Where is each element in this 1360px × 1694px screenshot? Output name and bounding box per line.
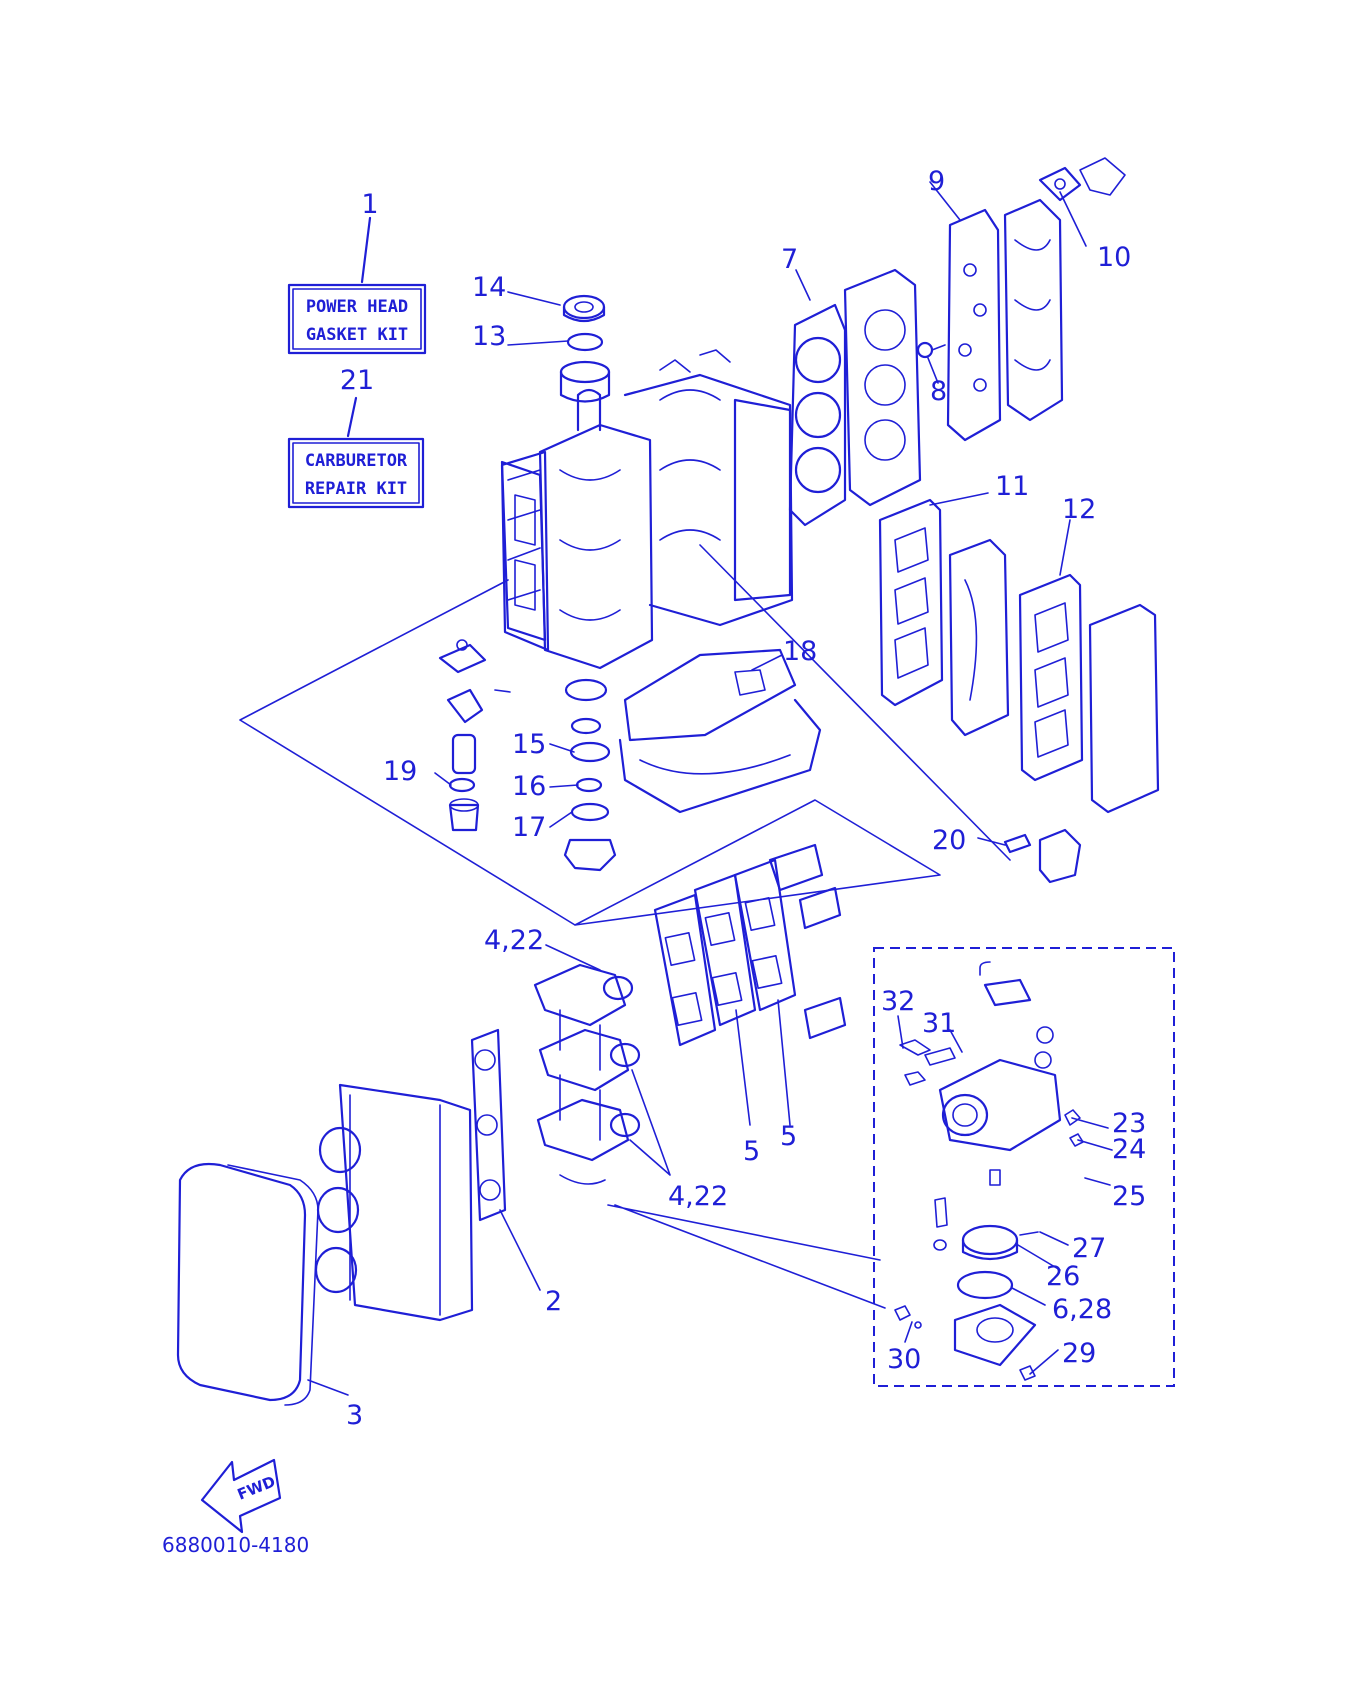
kit-line-1: CARBURETOR [305,451,408,471]
callout-18: 18 [783,636,817,667]
reed-valve-plate [693,873,757,1027]
callout-5-left: 5 [743,1136,760,1167]
lower-seal-stack [563,678,617,872]
callout-9: 9 [928,166,945,197]
float-bowl [894,1303,1037,1381]
upper-bearing-14 [562,294,606,323]
power-head-block [500,349,794,670]
exhaust-inner-gasket-11 [878,498,944,707]
callout-10: 10 [1097,242,1131,273]
callout-7: 7 [781,244,798,275]
callout-leaders [307,181,1113,1396]
callout-15: 15 [512,729,546,760]
power-head-gasket-kit-box[interactable]: POWER HEAD GASKET KIT [287,283,427,355]
cylinder-head [843,268,922,507]
head-cover-gasket-9 [946,208,1002,442]
callout-30: 30 [887,1344,921,1375]
oil-seal-housing [559,360,611,403]
callout-4-22-top: 4,22 [484,925,544,956]
carburetor-body-detail [899,961,1084,1251]
intake-gasket-5b [733,858,797,1012]
callout-20: 20 [932,825,966,856]
callout-31: 31 [922,1008,956,1039]
anode-10 [1038,157,1126,202]
callout-21: 21 [340,365,374,396]
callout-14: 14 [472,272,506,303]
thermostat-parts-19 [438,639,511,832]
float-bowl-gasket-6-28 [956,1270,1014,1300]
callout-5-right: 5 [780,1121,797,1152]
detail-leader-lines [607,1204,886,1309]
callout-32: 32 [881,986,915,1017]
callout-4-22-bottom: 4,22 [668,1181,728,1212]
exhaust-outer-gasket-12 [1018,573,1084,782]
callout-3: 3 [346,1400,363,1431]
base-gasket-18 [618,648,822,814]
cylinder-head-gasket-7 [788,303,847,527]
silencer-body [314,1083,474,1322]
callout-25: 25 [1112,1181,1146,1212]
head-cover [1003,198,1064,422]
kit-line-1: POWER HEAD [306,297,408,317]
callout-12: 12 [1062,494,1096,525]
callout-1: 1 [361,189,378,220]
exhaust-inner-cover [948,538,1010,737]
anode-20 [1003,828,1082,884]
fwd-arrow-icon: FWD [200,1458,282,1534]
callout-29: 29 [1062,1338,1096,1369]
exhaust-outer-cover [1088,603,1160,814]
float-26 [961,1224,1019,1261]
callout-24: 24 [1112,1134,1146,1165]
callout-16: 16 [512,771,546,802]
intake-gasket-5a [653,893,717,1047]
callout-26: 26 [1046,1261,1080,1292]
kit-line-2: GASKET KIT [306,325,408,345]
carburetor-repair-kit-box[interactable]: CARBURETOR REPAIR KIT [287,437,425,509]
reed-blocks [768,843,847,1040]
callout-23: 23 [1112,1108,1146,1139]
callout-6-28: 6,28 [1052,1294,1112,1325]
bolt-8 [916,341,946,359]
kit-line-2: REPAIR KIT [305,479,407,499]
callout-19: 19 [383,756,417,787]
callout-27: 27 [1072,1233,1106,1264]
carburetor-stack [533,963,641,1185]
intake-gasket-2 [470,1028,507,1222]
carburetor-detail-box [873,947,1175,1387]
callout-13: 13 [472,321,506,352]
callout-17: 17 [512,812,546,843]
diagram-code: 6880010-4180 [162,1533,309,1557]
o-ring-13 [566,332,604,352]
callout-8: 8 [930,376,947,407]
float-pin-27 [1019,1231,1039,1236]
silencer-cover-3 [176,1162,319,1406]
callout-2: 2 [545,1286,562,1317]
assembly-outline [239,544,1011,926]
callout-11: 11 [995,471,1029,502]
